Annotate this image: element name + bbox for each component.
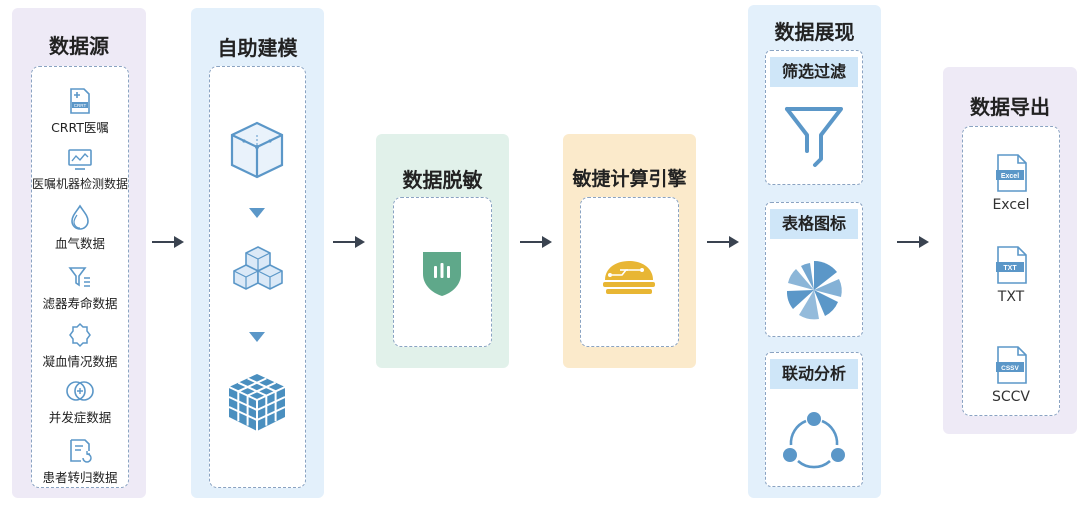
coagulation-gear-icon — [69, 322, 91, 348]
modeling-panel: 自助建模 — [191, 8, 324, 498]
source-item-coagulation: 凝血情况数据 — [22, 321, 138, 370]
blood-drop-icon — [71, 204, 89, 230]
engine-panel: 敏捷计算引擎 — [563, 134, 696, 368]
display-label-linked: 联动分析 — [770, 359, 858, 389]
source-label-bloodgas: 血气数据 — [54, 236, 105, 251]
masking-box — [393, 197, 492, 347]
source-label-complication: 并发症数据 — [48, 410, 112, 425]
export-label-txt: TXT — [997, 289, 1025, 305]
data-source-title: 数据源 — [49, 34, 109, 58]
arrow-3 — [520, 236, 552, 248]
source-label-machine: 医嘱机器检测数据 — [31, 177, 128, 191]
display-panel: 数据展现 筛选过滤 表格图标 联动分析 — [748, 5, 881, 498]
stacked-cubes-icon — [233, 246, 283, 290]
source-item-complication: 并发症数据 — [22, 377, 138, 426]
export-item-csv: CSSV SCCV — [963, 345, 1059, 405]
arrow-2 — [333, 236, 365, 248]
filter-funnel-icon — [68, 267, 90, 287]
source-item-crrt: CRRT CRRT医嘱 — [22, 87, 138, 136]
engine-box — [580, 197, 679, 347]
monitor-chart-icon — [68, 149, 92, 170]
txt-file-icon: TXT — [996, 246, 1027, 284]
rubiks-cube-icon — [228, 374, 286, 431]
display-title: 数据展现 — [774, 20, 855, 44]
crrt-document-icon: CRRT — [70, 88, 90, 114]
modeling-title: 自助建模 — [217, 36, 298, 60]
source-item-filter: 滤器寿命数据 — [22, 263, 138, 312]
crrt-badge: CRRT — [74, 103, 87, 108]
masking-title: 数据脱敏 — [402, 168, 483, 192]
source-item-outcome: 患者转归数据 — [22, 437, 138, 486]
modeling-box — [209, 66, 306, 488]
source-label-filter: 滤器寿命数据 — [42, 296, 118, 311]
source-item-bloodgas: 血气数据 — [22, 203, 138, 252]
down-triangle-icon — [249, 208, 265, 218]
export-label-excel: Excel — [992, 197, 1030, 213]
display-item-chart: 表格图标 — [765, 202, 863, 337]
source-label-coagulation: 凝血情况数据 — [42, 354, 118, 369]
display-label-chart: 表格图标 — [770, 209, 858, 239]
data-source-panel: 数据源 CRRT CRRT医嘱 医嘱机器检测数据 血气数据 — [12, 8, 146, 498]
radial-chart-icon — [786, 260, 842, 320]
funnel-icon — [785, 107, 843, 167]
complication-circles-icon — [66, 381, 94, 401]
export-item-txt: TXT TXT — [963, 245, 1059, 305]
arrow-5 — [897, 236, 929, 248]
export-list: Excel Excel TXT TXT CSSV SCCV — [962, 126, 1060, 416]
export-label-csv: SCCV — [991, 389, 1030, 405]
export-item-excel: Excel Excel — [963, 153, 1059, 213]
wireframe-cube-icon — [230, 121, 284, 179]
source-label-crrt: CRRT医嘱 — [51, 120, 109, 135]
linked-nodes-icon — [783, 412, 845, 469]
txt-badge: TXT — [1003, 265, 1017, 272]
display-label-filter: 筛选过滤 — [770, 57, 858, 87]
source-label-outcome: 患者转归数据 — [42, 470, 118, 485]
excel-badge: Excel — [1001, 173, 1019, 180]
engine-title: 敏捷计算引擎 — [572, 168, 687, 190]
csv-badge: CSSV — [1001, 365, 1019, 372]
patient-record-icon — [70, 439, 92, 463]
down-triangle-icon — [249, 332, 265, 342]
csv-file-icon: CSSV — [996, 346, 1027, 384]
excel-file-icon: Excel — [996, 154, 1027, 192]
source-item-machine: 医嘱机器检测数据 — [22, 147, 138, 192]
masking-panel: 数据脱敏 — [376, 134, 509, 368]
display-item-filter: 筛选过滤 — [765, 50, 863, 185]
export-title: 数据导出 — [970, 95, 1050, 119]
display-item-linked: 联动分析 — [765, 352, 863, 487]
shield-icon — [423, 252, 461, 296]
data-source-list: CRRT CRRT医嘱 医嘱机器检测数据 血气数据 滤器寿命数据 — [31, 66, 129, 488]
arrow-4 — [707, 236, 739, 248]
export-panel: 数据导出 Excel Excel TXT TXT — [943, 67, 1077, 434]
arrow-1 — [152, 236, 184, 248]
computing-engine-icon — [603, 261, 655, 294]
